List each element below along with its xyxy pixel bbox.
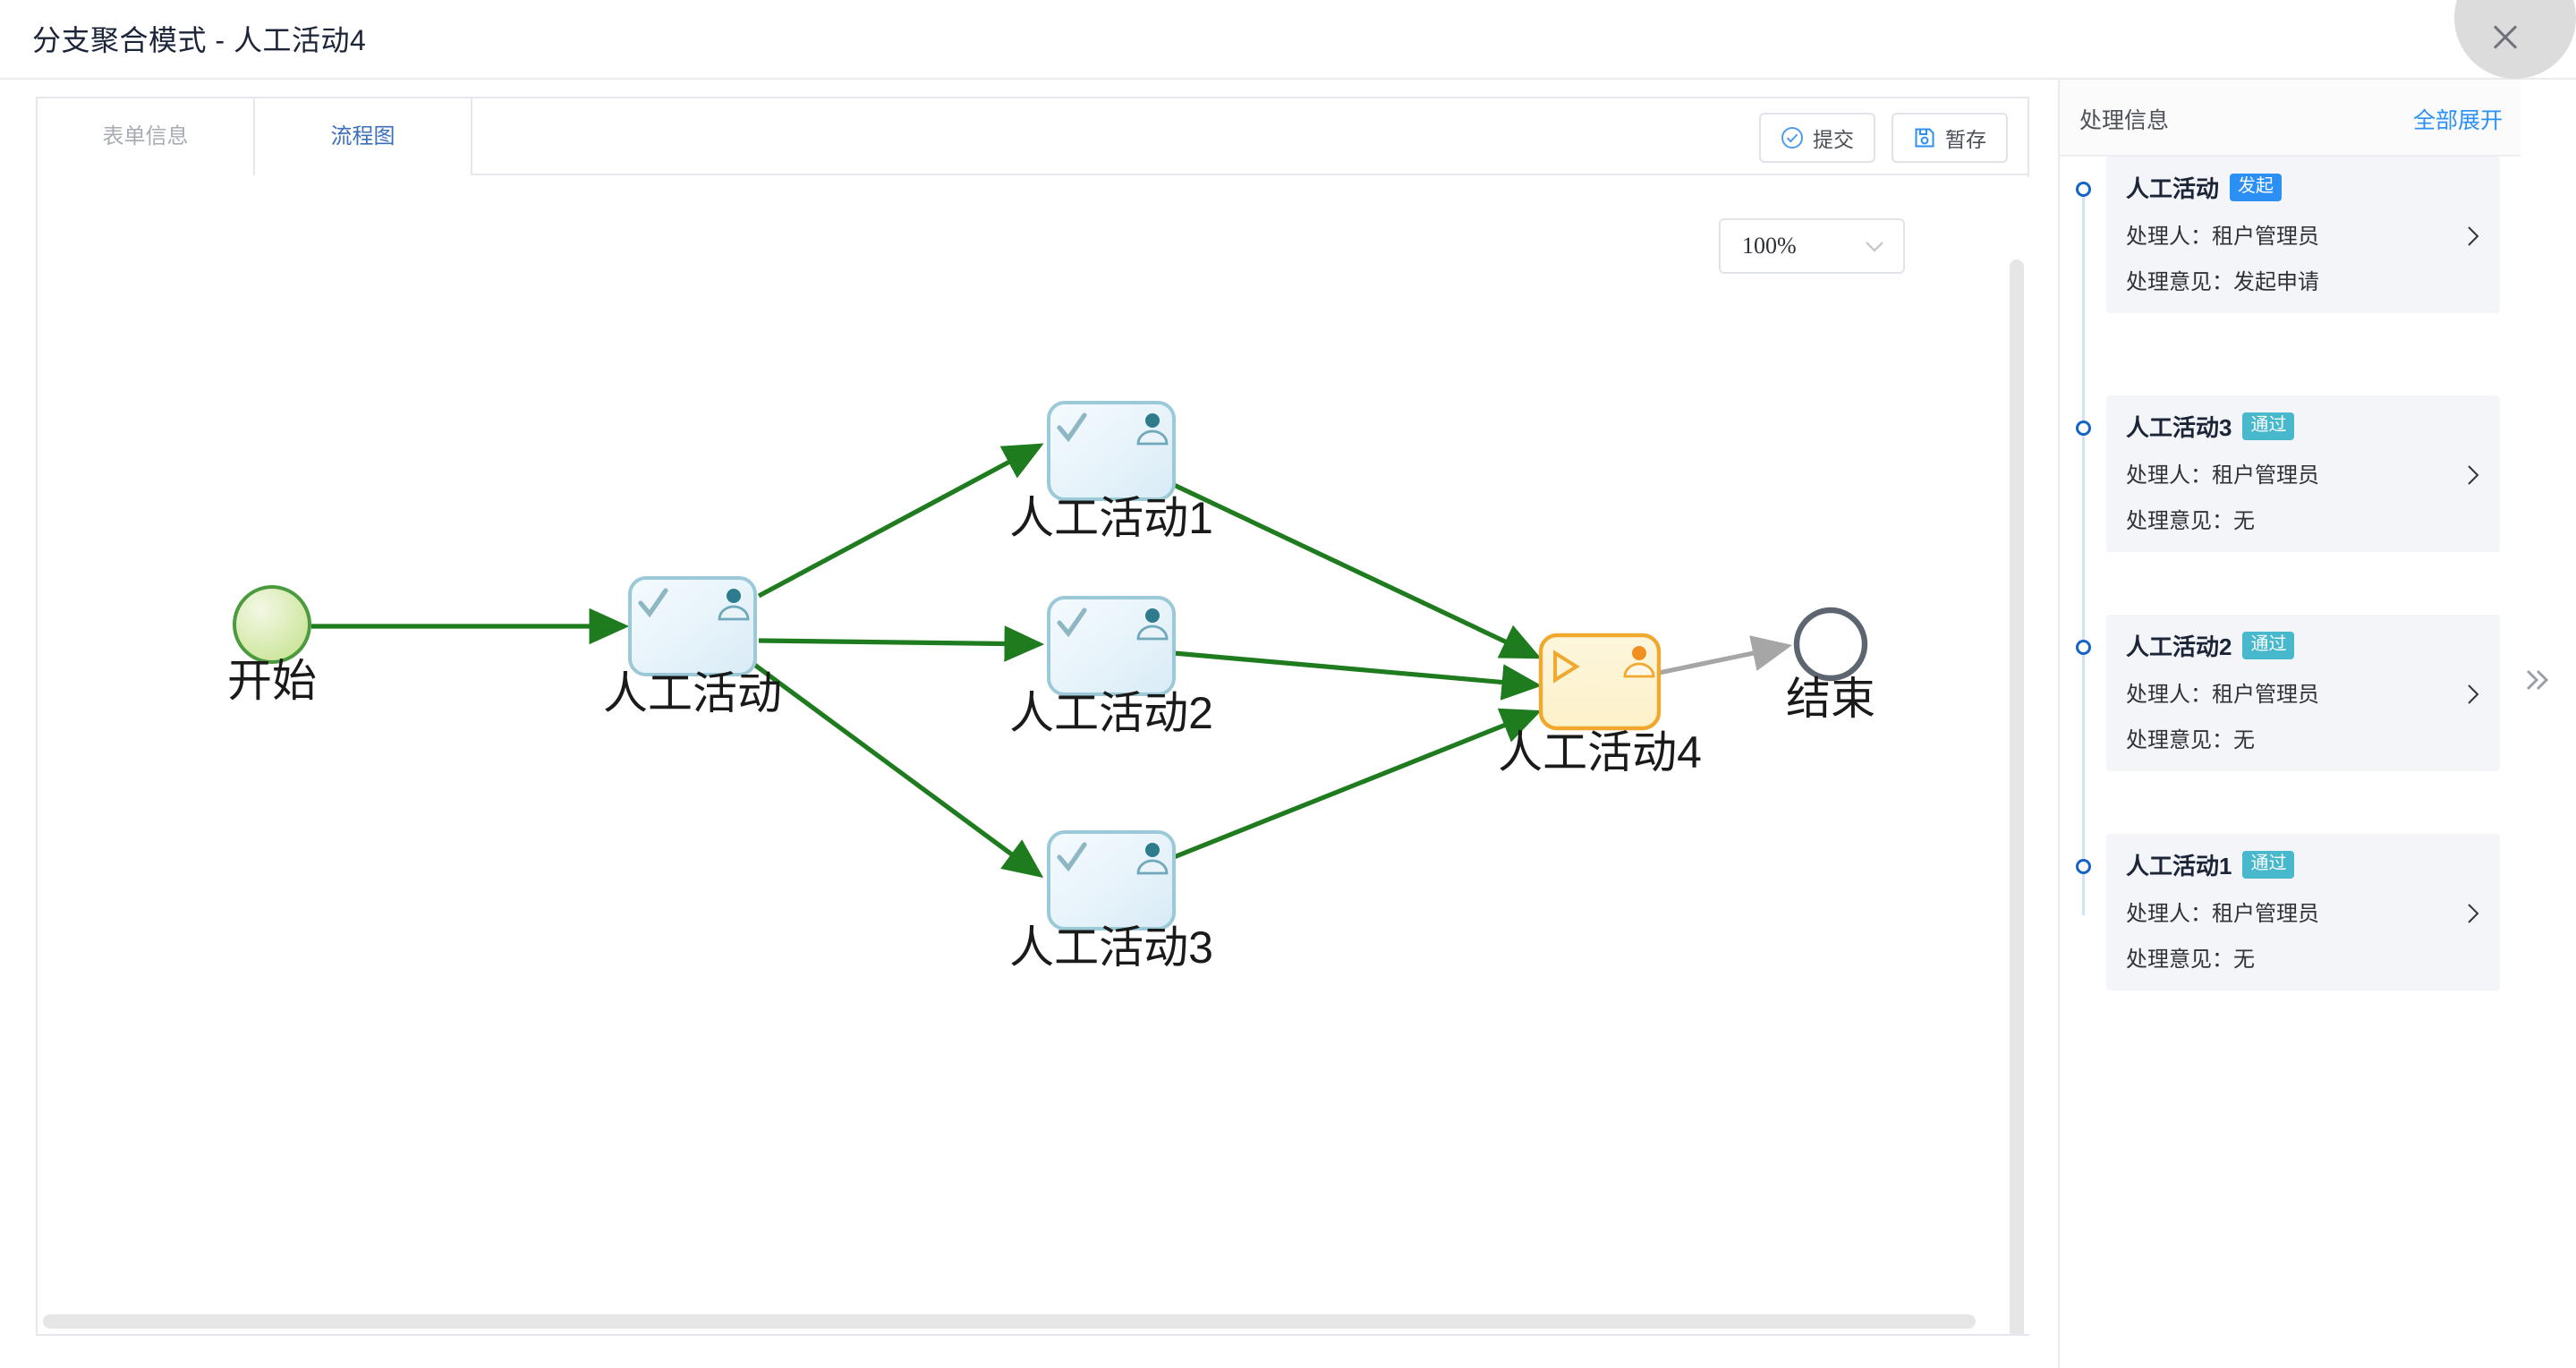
- process-handler: 处理人：租户管理员: [2126, 902, 2319, 926]
- scrollbar-thumb[interactable]: [43, 1314, 1976, 1329]
- zoom-value: 100%: [1742, 233, 1797, 259]
- flow-edges: [311, 443, 1793, 879]
- scrollbar-thumb[interactable]: [2010, 259, 2024, 1334]
- process-timeline: 人工活动 发起 处理人：租户管理员 处理意见：发起申请: [2060, 157, 2521, 1368]
- flow-node-start[interactable]: 开始: [227, 585, 317, 706]
- flow-node-task-1[interactable]: 人工活动1: [1009, 401, 1213, 543]
- user-icon: [718, 589, 750, 621]
- flow-node-task-3[interactable]: 人工活动3: [1009, 830, 1213, 973]
- check-icon: [638, 588, 668, 618]
- timeline-line: [2082, 182, 2085, 915]
- tab-form-info[interactable]: 表单信息: [38, 98, 255, 175]
- chevron-right-icon[interactable]: [2466, 902, 2480, 930]
- svg-text:人工活动4: 人工活动4: [1498, 727, 1702, 777]
- close-button[interactable]: [2454, 0, 2576, 79]
- play-icon: [1553, 650, 1580, 684]
- svg-text:人工活动1: 人工活动1: [1009, 493, 1213, 543]
- expand-all-link[interactable]: 全部展开: [2412, 108, 2503, 133]
- panel-title: 处理信息: [2079, 108, 2170, 133]
- chevron-right-icon[interactable]: [2466, 463, 2480, 491]
- canvas-vertical-scrollbar[interactable]: [2010, 259, 2024, 1334]
- process-info-panel: 处理信息 全部展开 人工活动 发起 处理人：租户管理员 处理意见：发起申请: [2058, 80, 2521, 1368]
- process-opinion: 处理意见：无: [2126, 728, 2255, 752]
- submit-button[interactable]: 提交: [1759, 113, 1875, 163]
- check-circle-icon: [1781, 126, 1804, 149]
- tab-bar: 表单信息 流程图 提交: [38, 98, 2028, 175]
- status-badge: 发起: [2230, 174, 2283, 201]
- process-card[interactable]: 人工活动 发起 处理人：租户管理员 处理意见：发起申请: [2106, 157, 2500, 313]
- status-badge: 通过: [2242, 632, 2295, 659]
- panel-collapse-handle[interactable]: [2519, 662, 2555, 716]
- timeline-dot: [2076, 182, 2091, 197]
- flow-diagram: 开始 人工活动: [227, 401, 1875, 973]
- page-title: 分支聚合模式 - 人工活动4: [32, 24, 367, 56]
- save-draft-button[interactable]: 暂存: [1892, 113, 2008, 163]
- process-card-title: 人工活动: [2126, 175, 2220, 202]
- status-badge: 通过: [2242, 412, 2295, 440]
- title-bar: 分支聚合模式 - 人工活动4: [0, 0, 2576, 80]
- svg-text:人工活动3: 人工活动3: [1009, 922, 1213, 973]
- user-icon: [1136, 843, 1169, 875]
- submit-button-label: 提交: [1813, 128, 1854, 151]
- process-card[interactable]: 人工活动1 通过 处理人：租户管理员 处理意见：无: [2106, 834, 2500, 990]
- check-icon: [1057, 842, 1087, 872]
- save-draft-button-label: 暂存: [1945, 128, 1986, 151]
- zoom-select[interactable]: 100%: [1719, 218, 1905, 274]
- canvas-horizontal-scrollbar[interactable]: [43, 1314, 2002, 1329]
- svg-text:人工活动2: 人工活动2: [1009, 688, 1213, 738]
- flow-canvas[interactable]: 开始 人工活动: [38, 177, 2029, 1334]
- save-icon: [1913, 126, 1936, 149]
- status-badge: 通过: [2242, 851, 2295, 879]
- flow-node-end[interactable]: 结束: [1786, 607, 1875, 724]
- process-handler: 处理人：租户管理员: [2126, 225, 2319, 249]
- timeline-dot: [2076, 859, 2091, 874]
- check-icon: [1057, 412, 1087, 443]
- process-card[interactable]: 人工活动2 通过 处理人：租户管理员 处理意见：无: [2106, 615, 2500, 771]
- process-card-header: 人工活动1 通过: [2126, 848, 2480, 881]
- process-info-header: 处理信息 全部展开: [2060, 80, 2521, 157]
- check-icon: [1057, 608, 1087, 638]
- process-card-header: 人工活动 发起: [2126, 171, 2480, 204]
- process-card-title: 人工活动3: [2126, 414, 2232, 441]
- svg-text:人工活动: 人工活动: [603, 668, 782, 718]
- user-icon: [1136, 413, 1169, 446]
- toolbar: 提交 暂存: [1759, 113, 2008, 163]
- svg-text:开始: 开始: [227, 656, 317, 706]
- process-card[interactable]: 人工活动3 通过 处理人：租户管理员 处理意见：无: [2106, 395, 2500, 552]
- process-handler: 处理人：租户管理员: [2126, 463, 2319, 488]
- process-card-title: 人工活动1: [2126, 853, 2232, 879]
- chevron-right-icon[interactable]: [2466, 225, 2480, 252]
- process-card-title: 人工活动2: [2126, 633, 2232, 660]
- double-chevron-right-icon: [2519, 669, 2555, 701]
- user-icon: [1623, 646, 1655, 678]
- timeline-dot: [2076, 640, 2091, 655]
- process-card-header: 人工活动2 通过: [2126, 629, 2480, 662]
- process-handler: 处理人：租户管理员: [2126, 683, 2319, 707]
- svg-text:结束: 结束: [1786, 674, 1875, 724]
- flow-node-task-0[interactable]: 人工活动: [603, 576, 782, 718]
- chevron-down-icon: [1864, 240, 1885, 259]
- tab-flow-chart[interactable]: 流程图: [255, 98, 472, 175]
- process-opinion: 处理意见：发起申请: [2126, 270, 2319, 294]
- process-opinion: 处理意见：无: [2126, 509, 2255, 533]
- chevron-right-icon[interactable]: [2466, 683, 2480, 710]
- flow-node-task-4-current[interactable]: 人工活动4: [1498, 633, 1702, 777]
- process-card-header: 人工活动3 通过: [2126, 410, 2480, 443]
- timeline-dot: [2076, 421, 2091, 436]
- close-icon: [2490, 21, 2521, 52]
- flow-card: 表单信息 流程图 提交: [36, 97, 2029, 1336]
- flow-node-task-2[interactable]: 人工活动2: [1009, 596, 1213, 738]
- user-icon: [1136, 608, 1169, 641]
- process-opinion: 处理意见：无: [2126, 947, 2255, 972]
